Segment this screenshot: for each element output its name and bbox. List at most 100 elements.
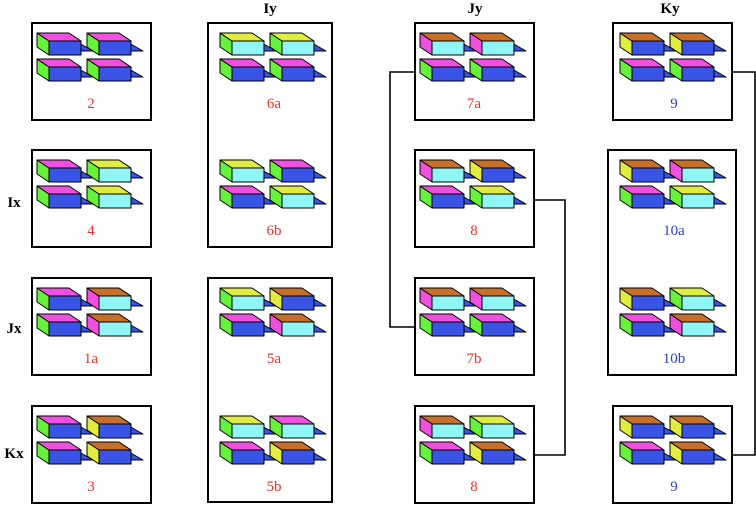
slab-front-face — [98, 193, 132, 209]
motif-label: 6b — [267, 223, 282, 239]
motif-label: 7a — [467, 96, 482, 112]
slab-block — [269, 185, 327, 209]
slab-front-face — [631, 423, 665, 439]
slab-top-face — [419, 185, 465, 195]
slab-front-face — [481, 449, 515, 465]
slab-top-face — [86, 313, 132, 323]
slab-block — [269, 32, 327, 56]
slab-block — [669, 287, 727, 311]
slab-top-face — [36, 313, 82, 323]
slab-front-face — [431, 449, 465, 465]
slab-block — [269, 313, 327, 337]
slab-block — [619, 185, 677, 209]
slab-top-face — [669, 58, 715, 68]
slab-top-face — [619, 287, 665, 297]
slab-top-face — [219, 441, 265, 451]
slab-front-face — [481, 295, 515, 311]
slab-top-face — [269, 185, 315, 195]
slab-block — [219, 185, 277, 209]
motif-9: 9 — [619, 415, 727, 495]
slab-block — [419, 58, 477, 82]
slab-top-face — [269, 415, 315, 425]
slab-front-face — [431, 193, 465, 209]
slab-top-face — [269, 441, 315, 451]
motif-label: 10a — [663, 223, 685, 239]
motif-5b: 5b — [219, 415, 327, 495]
slab-top-face — [619, 441, 665, 451]
slab-front-face — [281, 167, 315, 183]
slab-front-face — [231, 66, 265, 82]
slab-block — [86, 287, 144, 311]
slab-top-face — [219, 287, 265, 297]
slab-front-face — [481, 66, 515, 82]
slab-block — [669, 185, 727, 209]
slab-block — [619, 287, 677, 311]
motif-label: 1a — [84, 351, 99, 367]
motif-label: 5a — [267, 351, 282, 367]
slab-top-face — [219, 159, 265, 169]
motif-label: 7b — [467, 351, 482, 367]
slab-block — [469, 287, 527, 311]
row-header-ix: Ix — [7, 195, 21, 211]
slab-block — [669, 58, 727, 82]
slab-block — [36, 287, 94, 311]
slab-front-face — [631, 449, 665, 465]
slab-front-face — [631, 66, 665, 82]
motif-label: 8 — [470, 479, 478, 495]
slab-block — [36, 159, 94, 183]
slab-front-face — [431, 423, 465, 439]
slab-top-face — [469, 185, 515, 195]
slab-block — [419, 185, 477, 209]
motif-10b: 10b — [619, 287, 727, 367]
slab-front-face — [98, 449, 132, 465]
slab-top-face — [269, 58, 315, 68]
slab-front-face — [98, 423, 132, 439]
motif-label: 10b — [663, 351, 686, 367]
slab-block — [469, 415, 527, 439]
motif-label: 6a — [267, 96, 282, 112]
slab-block — [219, 415, 277, 439]
slab-top-face — [36, 185, 82, 195]
slab-top-face — [419, 32, 465, 42]
slab-top-face — [269, 287, 315, 297]
slab-front-face — [48, 449, 82, 465]
motif-3: 3 — [36, 415, 144, 495]
panel-group-10a-10b — [607, 149, 737, 376]
panel-group-5a-5b — [207, 277, 333, 503]
slab-front-face — [231, 295, 265, 311]
slab-block — [619, 58, 677, 82]
slab-block — [269, 415, 327, 439]
slab-front-face — [231, 321, 265, 337]
slab-top-face — [86, 441, 132, 451]
slab-top-face — [619, 415, 665, 425]
slab-top-face — [36, 58, 82, 68]
slab-front-face — [431, 66, 465, 82]
slab-front-face — [231, 40, 265, 56]
slab-block — [419, 313, 477, 337]
slab-top-face — [86, 185, 132, 195]
slab-top-face — [469, 415, 515, 425]
slab-front-face — [281, 449, 315, 465]
motif-label: 2 — [87, 96, 95, 112]
slab-block — [669, 441, 727, 465]
slab-front-face — [431, 40, 465, 56]
slab-top-face — [619, 58, 665, 68]
slab-front-face — [681, 295, 715, 311]
slab-front-face — [631, 167, 665, 183]
slab-top-face — [619, 159, 665, 169]
slab-front-face — [48, 193, 82, 209]
column-header-iy: Iy — [263, 1, 277, 17]
slab-block — [36, 58, 94, 82]
slab-front-face — [98, 295, 132, 311]
slab-block — [86, 58, 144, 82]
slab-front-face — [431, 167, 465, 183]
slab-front-face — [98, 66, 132, 82]
slab-front-face — [431, 321, 465, 337]
slab-block — [269, 441, 327, 465]
slab-block — [36, 415, 94, 439]
motif-label: 9 — [670, 96, 678, 112]
slab-block — [219, 313, 277, 337]
slab-top-face — [419, 415, 465, 425]
slab-front-face — [681, 193, 715, 209]
slab-front-face — [681, 423, 715, 439]
